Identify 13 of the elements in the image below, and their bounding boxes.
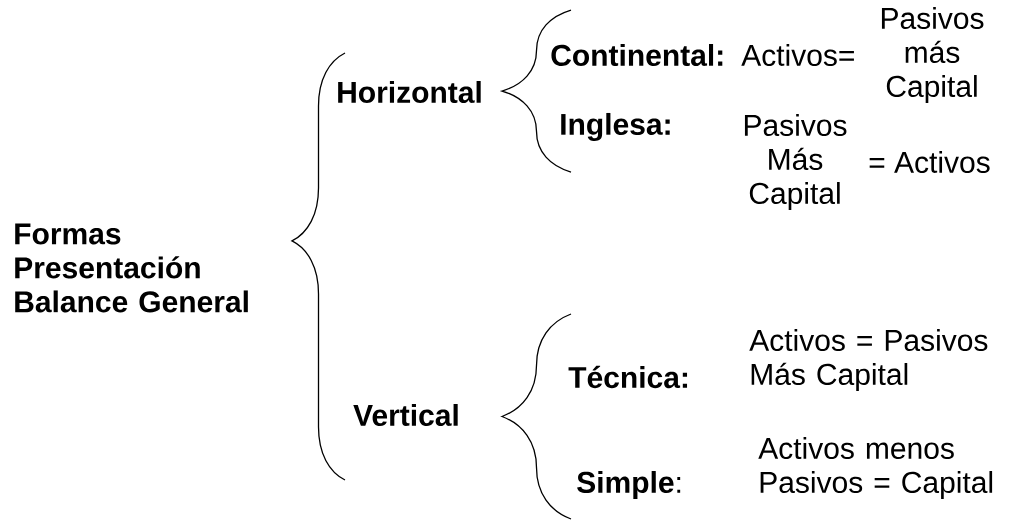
formula-text: Pasivos más Capital <box>881 7 984 103</box>
formula-text: Activos = Pasivos Más Capital <box>749 329 988 391</box>
formula-text: Activos= <box>741 44 854 67</box>
category-label: Simple: <box>577 471 681 499</box>
formula-text: Activos menos Pasivos = Capital <box>758 437 993 499</box>
branch-label: Vertical <box>353 404 458 427</box>
category-label: Continental: <box>551 44 723 67</box>
category-label: Inglesa: <box>561 112 670 142</box>
heading: Formas Presentación Balance General <box>15 223 248 313</box>
category-label: Técnica: <box>568 365 688 389</box>
formula-text: Pasivos Más Capital <box>744 114 847 210</box>
branch-label: Horizontal <box>338 81 481 104</box>
formula-text: = Activos <box>869 151 990 174</box>
